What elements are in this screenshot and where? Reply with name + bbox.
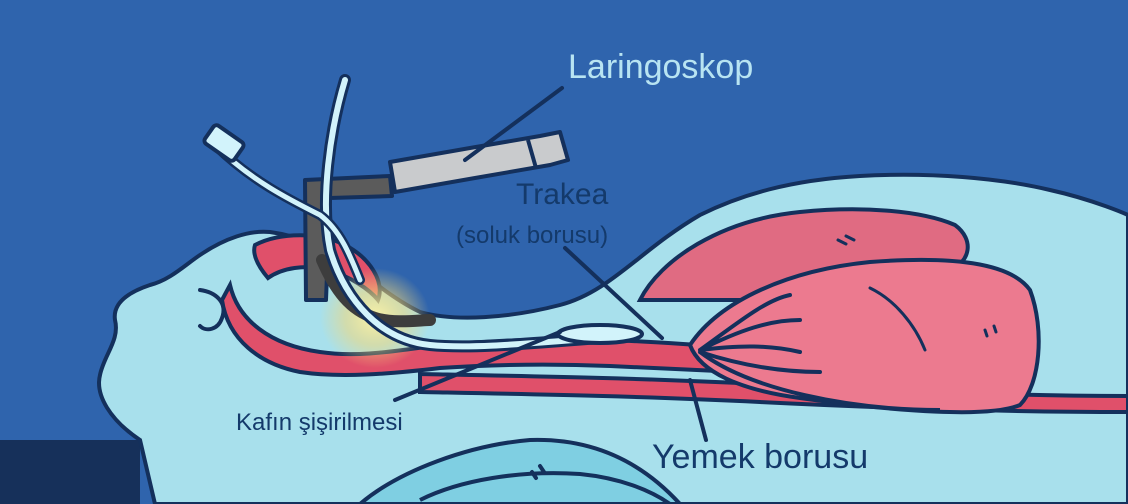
label-trachea: Trakea bbox=[516, 178, 608, 212]
inflation-valve bbox=[203, 124, 245, 163]
label-laryngoscope: Laringoskop bbox=[568, 48, 753, 87]
tube-cuff bbox=[558, 325, 642, 343]
label-cuff-inflation: Kafın şişirilmesi bbox=[236, 409, 403, 437]
table-surface bbox=[0, 440, 140, 504]
label-esophagus: Yemek borusu bbox=[652, 438, 868, 477]
label-trachea-note: (soluk borusu) bbox=[456, 222, 608, 250]
